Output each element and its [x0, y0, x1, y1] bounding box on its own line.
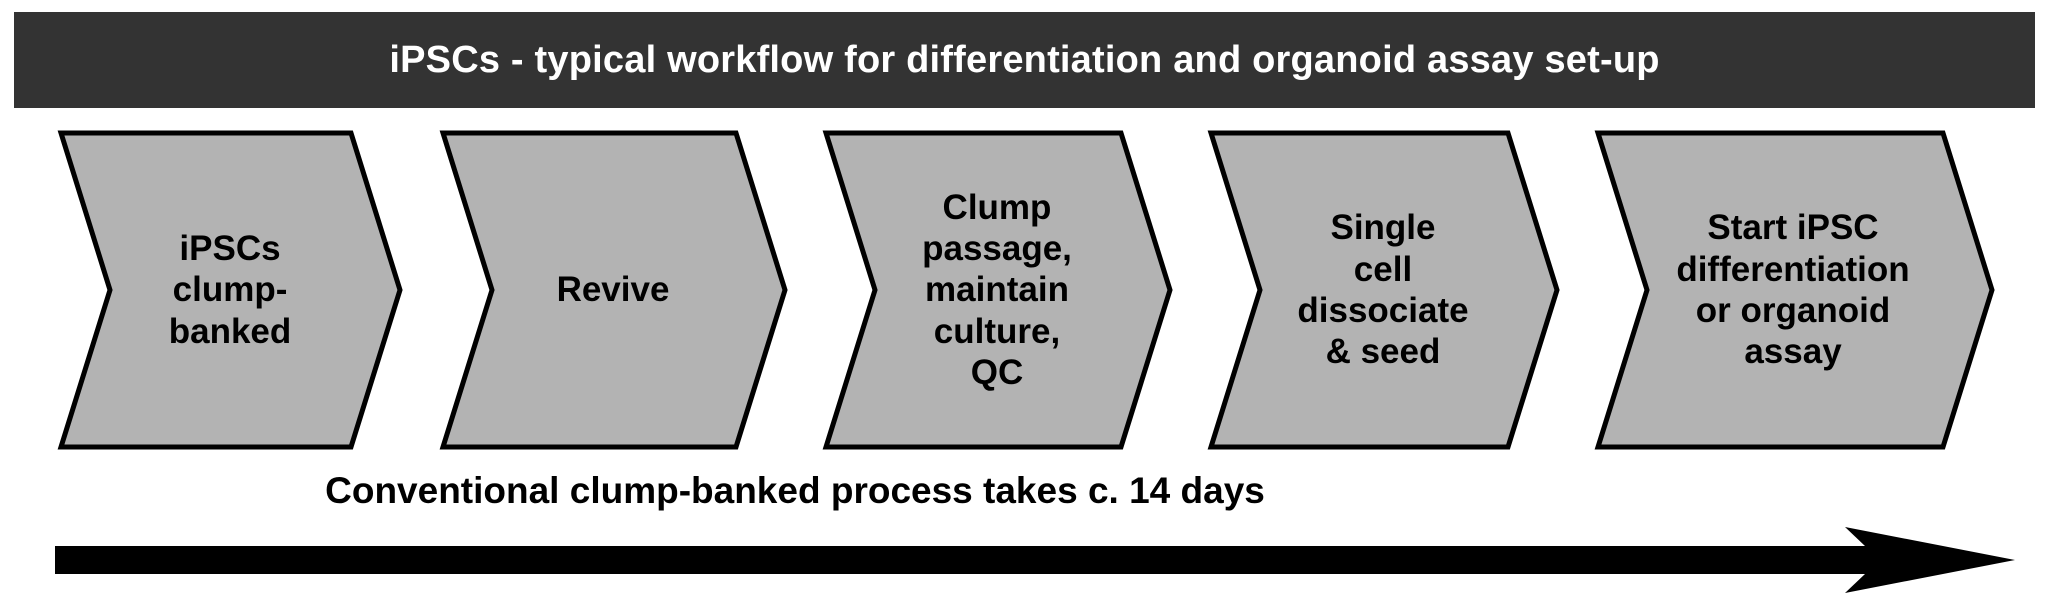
process-chevron-row: iPSCs clump- banked Revive Clump passage…	[0, 130, 2048, 450]
chevron-shape-4	[1207, 130, 1560, 450]
process-step-2[interactable]	[439, 130, 788, 450]
chevron-shape-2	[439, 130, 788, 450]
timeline-caption: Conventional clump-banked process takes …	[325, 470, 1265, 511]
process-step-5[interactable]	[1594, 130, 1995, 450]
chevron-shape-3	[822, 130, 1173, 450]
timeline-arrow	[55, 527, 2015, 593]
process-step-4[interactable]	[1207, 130, 1560, 450]
process-step-3[interactable]	[822, 130, 1173, 450]
header-banner: iPSCs - typical workflow for differentia…	[14, 12, 2035, 108]
arrow-right-icon	[55, 527, 2015, 593]
chevron-shape-5	[1594, 130, 1995, 450]
chevron-shape-1	[57, 130, 403, 450]
process-step-1[interactable]	[57, 130, 403, 450]
page-title: iPSCs - typical workflow for differentia…	[389, 39, 1660, 81]
